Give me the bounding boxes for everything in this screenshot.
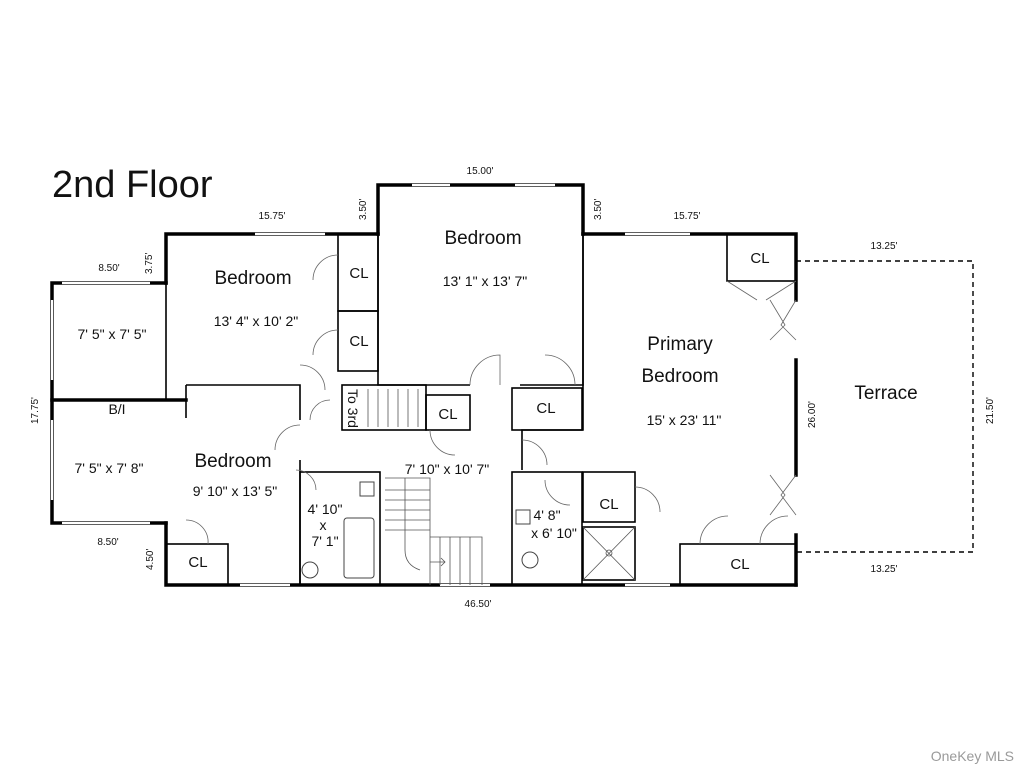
bedroom-left-size: 13' 4" x 10' 2" [214,313,299,329]
measure-top-center: 15.00' [467,166,494,177]
floor-title: 2nd Floor [52,164,213,206]
measure-primary-side: 26.00' [807,401,818,428]
primary-name-line2: Bedroom [641,366,718,387]
closet-label: CL [438,406,457,423]
closet-label: CL [536,400,555,417]
watermark: OneKey MLS [930,748,1014,764]
stairs-to-3rd-label: To 3rd [345,389,361,428]
measure-far-left-top: 8.50' [98,263,119,274]
primary-size: 15' x 23' 11" [647,412,722,428]
primary-name-line1: Primary [647,334,713,355]
measure-top-left: 15.75' [259,211,286,222]
bedroom-center-name: Bedroom [444,228,521,249]
measure-step-left: 3.50' [358,199,369,220]
measure-far-left-small: 3.75' [144,253,155,274]
measure-top-right: 15.75' [674,211,701,222]
bath-right-line1: 4' 8" [533,507,560,523]
left-lower-room-size: 7' 5" x 7' 8" [75,460,144,476]
bath-left-line1: 4' 10" [308,501,343,517]
closet-label: CL [730,556,749,573]
measure-terrace-bottom: 13.25' [871,564,898,575]
closet-label: CL [599,496,618,513]
measure-terrace-side: 21.50' [985,397,996,424]
measure-far-left-side: 17.75' [30,397,41,424]
bedroom-lower-left-size: 9' 10" x 13' 5" [193,483,278,499]
hall-size: 7' 10" x 10' 7" [405,461,490,477]
measure-bottom-total: 46.50' [465,599,492,610]
bedroom-left-name: Bedroom [214,268,291,289]
main-stairs [385,477,483,585]
measure-step-right: 3.50' [593,199,604,220]
bath-left-line2: x [320,517,327,533]
door-swings [185,254,797,545]
interior-walls [165,233,797,586]
left-upper-room-size: 7' 5" x 7' 5" [78,326,147,342]
measure-terrace-top: 13.25' [871,241,898,252]
built-in-label: B/I [108,401,125,417]
bath-right-line2: x 6' 10" [531,525,577,541]
bath-fixtures [301,481,539,579]
closet-label: CL [349,265,368,282]
bedroom-center-size: 13' 1" x 13' 7" [443,273,528,289]
windows [50,183,690,587]
stairs-to-3rd [367,389,419,427]
closet-labels: CL CL CL CL CL CL CL CL [188,250,769,573]
terrace-name: Terrace [854,383,917,404]
bedroom-lower-left-name: Bedroom [194,451,271,472]
measure-bottom-left-small: 4.50' [145,549,156,570]
closet-label: CL [188,554,207,571]
closet-label: CL [349,333,368,350]
terrace-outline [796,260,974,553]
measure-far-left-bottom: 8.50' [97,537,118,548]
closet-label: CL [750,250,769,267]
measurements: 15.00' 15.75' 15.75' 3.50' 3.50' 8.50' 3… [30,166,996,610]
bath-left-line3: 7' 1" [311,533,338,549]
